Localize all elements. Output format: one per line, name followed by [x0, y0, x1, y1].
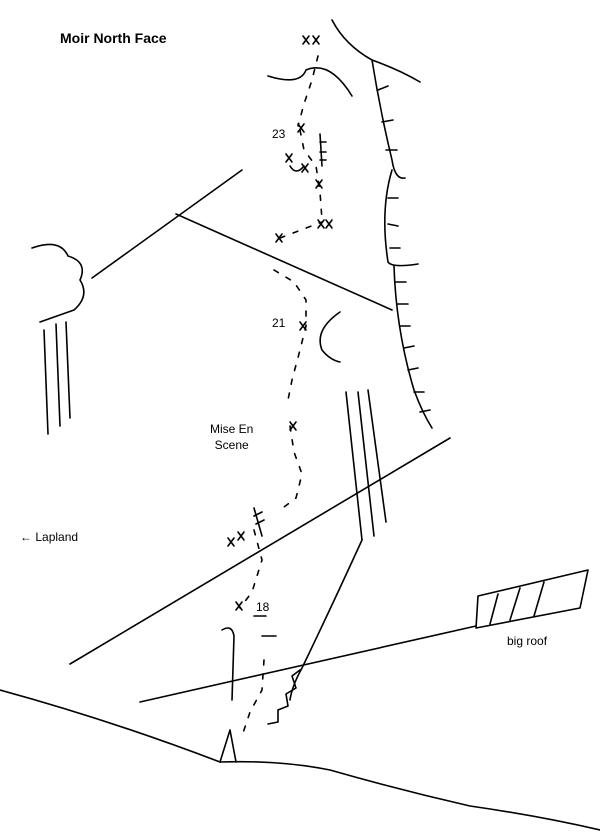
- crack-3: [367, 389, 387, 523]
- crack-tick-18: [253, 615, 277, 637]
- gully-line: [289, 539, 363, 701]
- crack-1: [345, 391, 363, 541]
- left-streak-1: [43, 329, 49, 435]
- direction-label: ← Lapland: [20, 530, 78, 544]
- route-line-21: [273, 269, 307, 401]
- big-roof-label: big roof: [507, 634, 548, 648]
- route-line-traverse: [279, 221, 323, 239]
- summit-outline: [267, 67, 353, 97]
- route-name-line1: Mise En: [210, 422, 254, 436]
- right-corner-mid: [384, 169, 419, 267]
- crack-2: [357, 391, 375, 537]
- lower-diagonal-ledge: [69, 437, 451, 665]
- route-name-line2: Scene: [214, 438, 249, 452]
- route-line-23: [299, 129, 323, 221]
- grade-label-bottom: 18: [256, 600, 270, 614]
- left-arrow-icon: ←: [20, 530, 32, 544]
- crack-tick-23: [319, 133, 327, 167]
- route-line-upper: [297, 55, 319, 127]
- step-line: [267, 669, 301, 725]
- grade-label-middle: 21: [272, 316, 286, 330]
- left-streak-3: [65, 321, 71, 419]
- summit-ridge: [331, 19, 421, 83]
- big-roof-hatch: [489, 581, 545, 625]
- right-corner-upper: [371, 59, 406, 179]
- route-line-lower: [239, 529, 263, 609]
- left-bush: [31, 243, 85, 323]
- belay-marks: [227, 35, 333, 611]
- big-roof: [475, 569, 589, 629]
- roof-ledge: [139, 625, 477, 703]
- grade-label-top: 23: [272, 127, 286, 141]
- crack-tick-lower: [253, 507, 265, 537]
- page-title: Moir North Face: [60, 30, 167, 46]
- ground-spike: [219, 729, 237, 763]
- route-line-mid: [279, 425, 303, 511]
- right-corner-lower: [393, 265, 433, 429]
- diagonal-ledge-upper: [91, 169, 243, 279]
- lower-left-arc: [221, 627, 235, 701]
- corner-ticks: [377, 85, 431, 413]
- route-line-bottom: [241, 659, 265, 737]
- route-name: Mise En Scene: [210, 421, 253, 453]
- ground-line: [0, 689, 600, 831]
- diagonal-ledge-lower: [175, 213, 393, 311]
- left-streak-2: [55, 323, 61, 427]
- direction-text: Lapland: [35, 530, 79, 544]
- overlap-arc: [319, 311, 341, 363]
- arc-near-23: [289, 165, 305, 172]
